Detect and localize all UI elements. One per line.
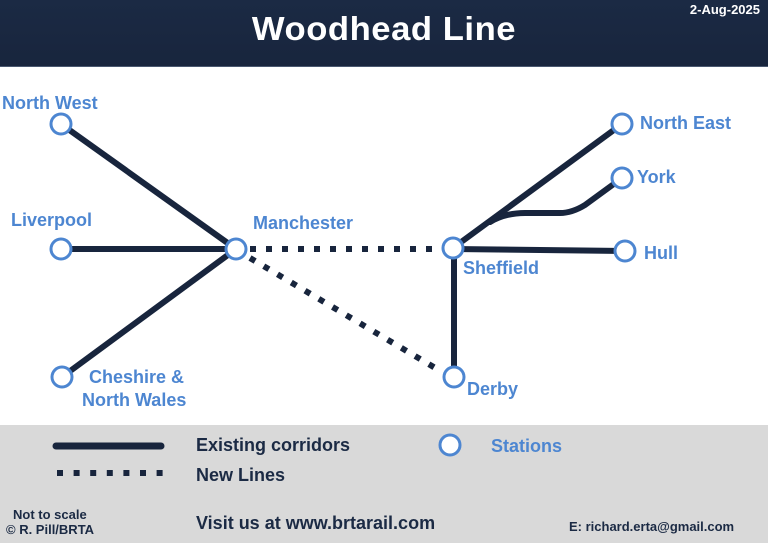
not-to-scale-note: Not to scale bbox=[13, 507, 87, 522]
station-label-hull: Hull bbox=[644, 243, 678, 263]
existing-route-sheffield-north-east bbox=[450, 121, 625, 251]
station-label-cheshire-line1: Cheshire & bbox=[89, 367, 185, 387]
legend-stations-label: Stations bbox=[491, 436, 563, 456]
page-title: Woodhead Line bbox=[251, 10, 517, 47]
station-marker-north-east[interactable] bbox=[610, 112, 634, 136]
legend-footer: Existing corridors New Lines Stations No… bbox=[0, 425, 768, 543]
station-label-york: York bbox=[637, 167, 676, 187]
station-label-manchester: Manchester bbox=[253, 213, 354, 233]
date-label: 2-Aug-2025 bbox=[689, 2, 760, 17]
legend-graphics bbox=[52, 433, 462, 476]
new-line-manchester-derby bbox=[248, 255, 444, 375]
station-label-north-west: North West bbox=[2, 93, 98, 113]
station-marker-sheffield[interactable] bbox=[441, 236, 465, 260]
website-link[interactable]: Visit us at www.brtarail.com bbox=[196, 513, 436, 533]
station-marker-derby[interactable] bbox=[442, 365, 466, 389]
header: Woodhead Line 2-Aug-2025 bbox=[0, 0, 768, 67]
station-label-north-east: North East bbox=[640, 113, 732, 133]
copyright-note: © R. Pill/BRTA bbox=[6, 522, 95, 537]
station-marker-cheshire[interactable] bbox=[50, 365, 74, 389]
legend-existing-label: Existing corridors bbox=[196, 435, 351, 455]
station-label-sheffield: Sheffield bbox=[463, 258, 540, 278]
legend-station-swatch bbox=[438, 433, 462, 457]
station-marker-hull[interactable] bbox=[613, 239, 637, 263]
existing-route-north-west-manchester bbox=[58, 121, 239, 252]
station-marker-north-west[interactable] bbox=[49, 112, 73, 136]
station-label-cheshire-line2: North Wales bbox=[82, 390, 187, 410]
existing-route-sheffield-hull bbox=[450, 246, 628, 254]
legend-new-label: New Lines bbox=[196, 465, 286, 485]
station-marker-liverpool[interactable] bbox=[49, 237, 73, 261]
station-label-derby: Derby bbox=[467, 379, 519, 399]
station-label-liverpool: Liverpool bbox=[11, 210, 93, 230]
station-marker-manchester[interactable] bbox=[224, 237, 248, 261]
existing-route-sheffield-york bbox=[487, 175, 625, 225]
route-map bbox=[0, 67, 768, 425]
station-marker-york[interactable] bbox=[610, 166, 634, 190]
existing-route-cheshire-manchester bbox=[59, 246, 239, 380]
email-link[interactable]: E: richard.erta@gmail.com bbox=[569, 519, 735, 534]
